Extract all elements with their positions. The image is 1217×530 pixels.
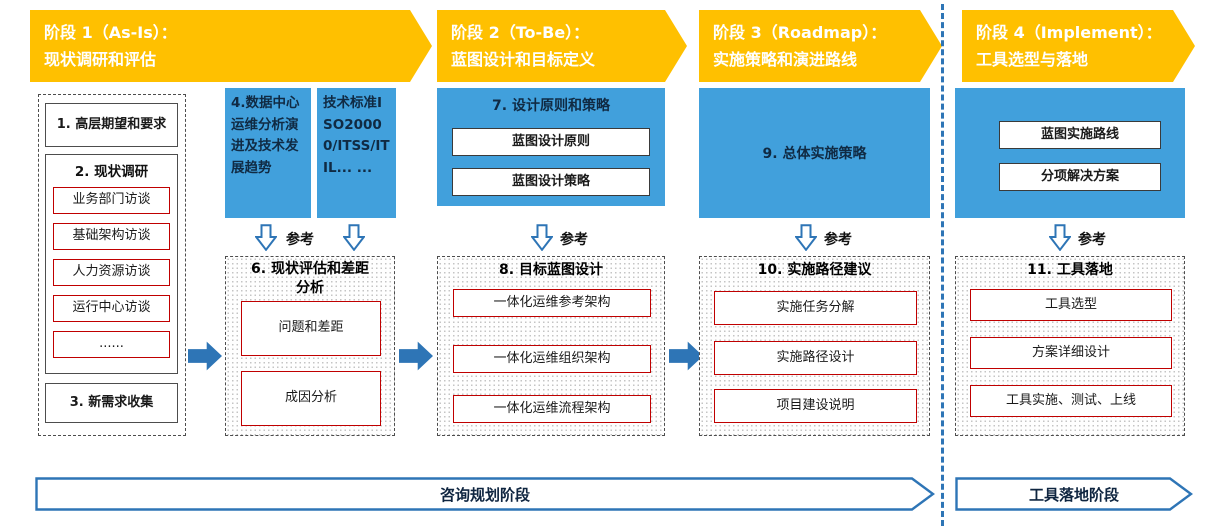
- implementation-path-item: 项目建设说明: [714, 389, 917, 423]
- tool-landing-box: 11. 工具落地 工具选型 方案详细设计 工具实施、测试、上线: [955, 256, 1185, 436]
- phase-2-title-line1: 阶段 2（To-Be）：: [451, 23, 590, 42]
- tool-landing-title: 11. 工具落地: [1027, 262, 1113, 278]
- survey-item: 人力资源访谈: [53, 259, 170, 286]
- phase-1-title-line2: 现状调研和评估: [44, 50, 157, 69]
- datacenter-trends-box: 4.数据中心运维分析演进及技术发展趋势: [225, 88, 311, 218]
- implementation-plan-item: 蓝图实施路线: [999, 121, 1161, 149]
- phase-4-title-line1: 阶段 4（Implement）：: [976, 23, 1162, 42]
- phase-3-title-line1: 阶段 3（Roadmap）：: [713, 23, 887, 42]
- reference-down-arrow-icon: [795, 224, 817, 251]
- implementation-plan-item: 分项解决方案: [999, 163, 1161, 191]
- phase-separator-line: [941, 4, 944, 526]
- tool-landing-item: 工具实施、测试、上线: [970, 385, 1172, 417]
- implementation-path-item: 实施路径设计: [714, 341, 917, 375]
- expectations-box: 1. 高层期望和要求: [45, 103, 178, 147]
- consulting-phase-bar: 咨询规划阶段: [35, 477, 935, 511]
- overall-strategy-box: 9. 总体实施策略: [699, 88, 930, 218]
- blueprint-item: 一体化运维流程架构: [453, 395, 651, 423]
- flow-right-arrow-2: [399, 341, 433, 371]
- flow-right-arrow-1: [188, 341, 222, 371]
- flow-right-arrow-3: [669, 341, 703, 371]
- survey-item: 基础架构访谈: [53, 223, 170, 250]
- phase-2-title-line2: 蓝图设计和目标定义: [451, 50, 596, 69]
- blueprint-item: 一体化运维组织架构: [453, 345, 651, 373]
- assessment-title: 6. 现状评估和差距分析: [251, 261, 369, 296]
- phase-3-header: 阶段 3（Roadmap）： 实施策略和演进路线: [699, 10, 942, 82]
- tooling-phase-label: 工具落地阶段: [1028, 486, 1119, 504]
- design-principles-item: 蓝图设计原则: [452, 128, 650, 156]
- survey-title: 2. 现状调研: [74, 164, 149, 180]
- implementation-plan-box: 蓝图实施路线 分项解决方案: [955, 88, 1185, 218]
- phase-4-title-line2: 工具选型与落地: [976, 50, 1089, 69]
- phase-4-header: 阶段 4（Implement）： 工具选型与落地: [962, 10, 1195, 82]
- reference-down-arrow-icon: [1049, 224, 1071, 251]
- reference-label: 参考: [286, 232, 314, 248]
- consulting-phase-bar-arrow-shape: [35, 477, 935, 511]
- phase-2-header: 阶段 2（To-Be）： 蓝图设计和目标定义: [437, 10, 687, 82]
- tool-landing-item: 工具选型: [970, 289, 1172, 321]
- reference-down-arrow-icon: [531, 224, 553, 251]
- blueprint-item: 一体化运维参考架构: [453, 289, 651, 317]
- reference-label: 参考: [1078, 232, 1106, 248]
- standards-box: 技术标准ISO20000/ITSS/ITIL... ...: [317, 88, 396, 218]
- tooling-phase-bar: 工具落地阶段: [955, 477, 1193, 511]
- assessment-item: 问题和差距: [241, 301, 381, 356]
- reference-label: 参考: [824, 232, 852, 248]
- implementation-path-box: 10. 实施路径建议 实施任务分解 实施路径设计 项目建设说明: [699, 256, 930, 436]
- reference-label: 参考: [560, 232, 588, 248]
- blueprint-box: 8. 目标蓝图设计 一体化运维参考架构 一体化运维组织架构 一体化运维流程架构: [437, 256, 665, 436]
- survey-item: 运行中心访谈: [53, 295, 170, 322]
- assessment-item: 成因分析: [241, 371, 381, 426]
- reference-down-arrow-icon: [255, 224, 277, 251]
- consulting-phase-label: 咨询规划阶段: [439, 486, 530, 504]
- tool-landing-item: 方案详细设计: [970, 337, 1172, 369]
- design-principles-title: 7. 设计原则和策略: [492, 98, 610, 114]
- implementation-path-title: 10. 实施路径建议: [757, 262, 872, 278]
- design-principles-item: 蓝图设计策略: [452, 168, 650, 196]
- survey-item: ......: [53, 331, 170, 358]
- design-principles-box: 7. 设计原则和策略 蓝图设计原则 蓝图设计策略: [437, 88, 665, 206]
- blueprint-title: 8. 目标蓝图设计: [499, 262, 603, 278]
- survey-box: 2. 现状调研 业务部门访谈 基础架构访谈 人力资源访谈 运行中心访谈 ....…: [45, 154, 178, 374]
- assessment-box: 6. 现状评估和差距分析 问题和差距 成因分析: [225, 256, 395, 436]
- survey-items: 业务部门访谈 基础架构访谈 人力资源访谈 运行中心访谈 ......: [53, 187, 170, 358]
- reference-down-arrow-icon: [343, 224, 365, 251]
- as-is-input-container: 1. 高层期望和要求 2. 现状调研 业务部门访谈 基础架构访谈 人力资源访谈 …: [38, 94, 186, 436]
- tooling-phase-bar-arrow-shape: [955, 477, 1193, 511]
- phase-1-header: 阶段 1（As-Is）： 现状调研和评估: [30, 10, 432, 82]
- new-requirements-box: 3. 新需求收集: [45, 383, 178, 423]
- phase-1-title-line1: 阶段 1（As-Is）：: [44, 23, 177, 42]
- phase-3-title-line2: 实施策略和演进路线: [713, 50, 858, 69]
- implementation-path-item: 实施任务分解: [714, 291, 917, 325]
- survey-item: 业务部门访谈: [53, 187, 170, 214]
